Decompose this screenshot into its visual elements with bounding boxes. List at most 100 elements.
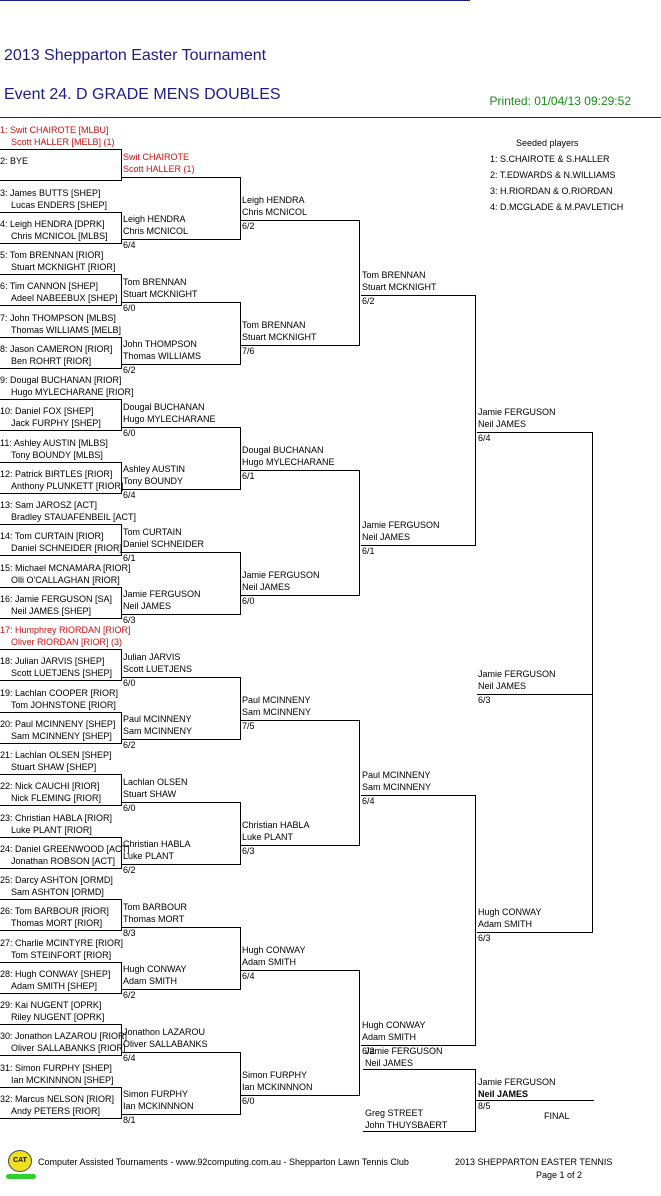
- round-entry-score: 6/1: [123, 553, 136, 563]
- bracket-line: [121, 399, 122, 432]
- bracket-line: [0, 180, 121, 182]
- round-entry-partner: Daniel SCHNEIDER: [123, 539, 205, 549]
- draw-entry-name: 2: BYE: [0, 156, 29, 167]
- draw-entry-partner: Jack FURPHY [SHEP]: [11, 418, 101, 429]
- round-entry-score: 6/2: [123, 865, 136, 875]
- bracket-line: [121, 1086, 122, 1119]
- bracket-line: [240, 677, 241, 740]
- bracket-line: [121, 649, 122, 682]
- round-entry-name: Jamie FERGUSON: [123, 589, 201, 599]
- bracket-line: [121, 1024, 122, 1057]
- bracket-line: [241, 970, 359, 971]
- final-entry-partner: John THUYSBAERT: [365, 1120, 448, 1130]
- bracket-line: [0, 649, 121, 650]
- bracket-line: [240, 802, 241, 865]
- round-entry-score: 8/3: [123, 928, 136, 938]
- bracket-line: [359, 220, 360, 346]
- bracket-line: [0, 930, 121, 932]
- round-entry-name: Paul MCINNENY: [123, 714, 192, 724]
- bracket-line: [121, 774, 122, 807]
- round-entry-name: Paul MCINNENY: [242, 695, 311, 705]
- draw-entry-partner: Luke PLANT [RIOR]: [11, 824, 92, 835]
- seed-item: 4: D.MCGLADE & M.PAVLETICH: [490, 202, 624, 212]
- round-entry-name: Tom BRENNAN: [242, 320, 306, 330]
- bracket-line: [240, 177, 241, 240]
- bracket-line: [0, 461, 121, 463]
- seed-item: 3: H.RIORDAN & O.RIORDAN: [490, 186, 613, 196]
- bracket-line: [121, 524, 122, 557]
- draw-entry-partner: Hugo MYLECHARANE [RIOR]: [11, 387, 134, 397]
- round-entry-name: Julian JARVIS: [123, 652, 181, 662]
- round-entry-name: Dougal BUCHANAN: [123, 402, 205, 412]
- bracket-line: [0, 149, 121, 150]
- bracket-line: [121, 336, 122, 369]
- draw-entry-partner: Tom STEINFORT [RIOR]: [11, 949, 112, 960]
- round-entry-name: Christian HABLA: [123, 839, 191, 849]
- round-entry-score: 6/3: [478, 933, 491, 943]
- draw-entry-partner: Thomas WILLIAMS [MELB]: [11, 324, 122, 335]
- draw-entry-name: 24: Daniel GREENWOOD [ACT]: [0, 843, 130, 854]
- bracket-line: [0, 430, 121, 432]
- round-entry-partner: Oliver SALLABANKS: [123, 1039, 208, 1049]
- draw-entry-partner: Andy PETERS [RIOR]: [11, 1105, 101, 1116]
- draw-entry-name: 4: Leigh HENDRA [DPRK]: [0, 218, 105, 229]
- cat-logo-icon: CAT: [8, 1150, 32, 1172]
- draw-entry-name: 19: Lachlan COOPER [RIOR]: [0, 687, 119, 698]
- round-entry-name: Paul MCINNENY: [362, 770, 431, 780]
- bracket-line: [0, 492, 121, 494]
- bracket-line: [477, 694, 592, 695]
- bracket-line: [122, 177, 240, 178]
- round-entry-name: Lachlan OLSEN: [123, 777, 188, 787]
- round-entry-score: 6/0: [123, 428, 136, 438]
- bracket-line: [240, 927, 241, 990]
- bracket-line: [121, 461, 122, 494]
- draw-entry-name: 25: Darcy ASHTON [ORMD]: [0, 875, 113, 885]
- draw-entry-name: 1: Swit CHAIROTE [MLBU]: [0, 125, 109, 135]
- draw-entry-name: 6: Tim CANNON [SHEP]: [0, 281, 99, 292]
- round-entry-partner: Neil JAMES: [362, 532, 411, 542]
- round-entry-name: Tom BRENNAN: [362, 270, 426, 280]
- round-entry-name: Hugh CONWAY: [123, 964, 187, 974]
- round-entry-name: Leigh HENDRA: [123, 214, 186, 224]
- round-entry-partner: Chris MCNICOL: [242, 207, 308, 217]
- bracket-line: [240, 302, 241, 365]
- bracket-line: [0, 524, 121, 525]
- draw-entry-name: 8: Jason CAMERON [RIOR]: [0, 343, 113, 354]
- draw-entry-partner: Adam SMITH [SHEP]: [11, 980, 98, 991]
- round-entry-partner: Neil JAMES: [478, 681, 527, 691]
- round-entry-partner: Stuart SHAW: [123, 789, 177, 799]
- draw-entry-name: 20: Paul MCINNENY [SHEP]: [0, 718, 116, 729]
- bracket-line: [122, 302, 240, 303]
- draw-entry-name: 31: Simon FURPHY [SHEP]: [0, 1062, 112, 1073]
- draw-entry-partner: Scott HALLER [MELB] (1): [11, 137, 115, 147]
- round-entry-partner: Scott HALLER (1): [123, 164, 195, 174]
- draw-entry-name: 26: Tom BARBOUR [RIOR]: [0, 906, 109, 917]
- draw-entry-name: 22: Nick CAUCHI [RIOR]: [0, 781, 100, 792]
- draw-entry-partner: Oliver RIORDAN [RIOR] (3): [11, 637, 123, 647]
- round-entry-score: 6/3: [478, 695, 491, 705]
- round-entry-partner: Neil JAMES: [478, 419, 527, 429]
- round-entry-partner: Neil JAMES: [242, 582, 291, 592]
- round-entry-score: 6/1: [242, 471, 255, 481]
- bracket-line: [475, 1069, 476, 1132]
- round-entry-score: 6/0: [242, 1096, 255, 1106]
- bracket-line: [122, 614, 240, 615]
- draw-entry-partner: Thomas MORT [RIOR]: [11, 918, 103, 929]
- bracket-line: [0, 305, 121, 307]
- draw-entry-name: 30: Jonathon LAZAROU [RIOR]: [0, 1031, 128, 1042]
- round-entry-score: 6/1: [362, 546, 375, 556]
- round-entry-partner: Ian MCKINNNON: [123, 1101, 194, 1111]
- draw-entry-partner: Ben ROHRT [RIOR]: [11, 355, 92, 366]
- round-entry-name: Tom CURTAIN: [123, 527, 182, 537]
- round-entry-score: 6/4: [362, 796, 375, 806]
- draw-entry-partner: Adeel NABEEBUX [SHEP]: [11, 293, 118, 304]
- bracket-line: [240, 427, 241, 490]
- bracket-line: [0, 1117, 121, 1119]
- bracket-line: [592, 432, 593, 933]
- round-entry-name: Jamie FERGUSON: [362, 520, 440, 530]
- bracket-line: [241, 345, 359, 346]
- draw-entry-name: 9: Dougal BUCHANAN [RIOR]: [0, 375, 122, 385]
- bracket-line: [0, 805, 121, 807]
- draw-entry-partner: Neil JAMES [SHEP]: [11, 605, 92, 616]
